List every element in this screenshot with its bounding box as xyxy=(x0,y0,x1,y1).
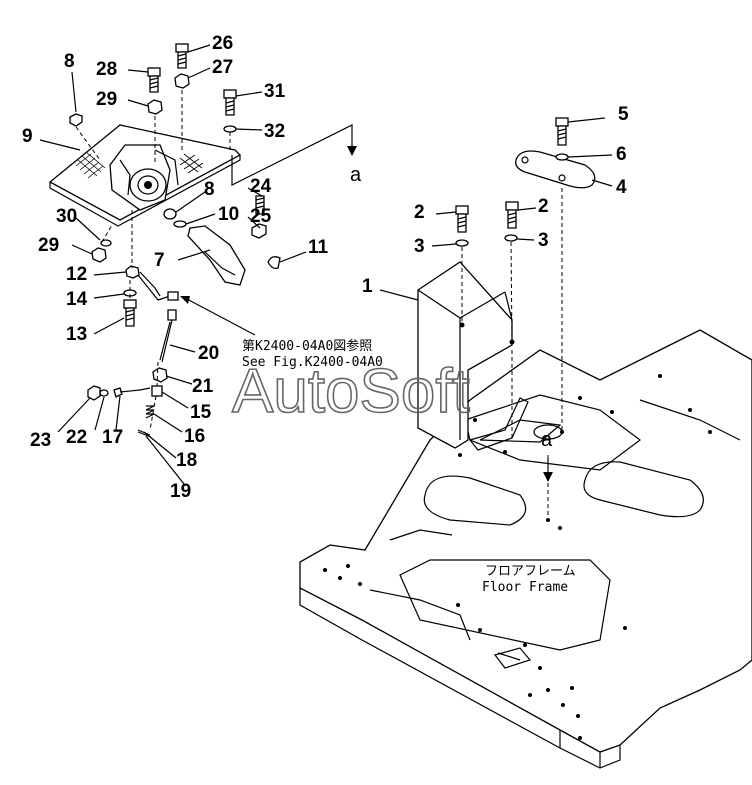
callout-3-left: 3 xyxy=(414,236,425,257)
callout-22: 22 xyxy=(66,427,87,448)
marker-a-bottom: a xyxy=(541,429,553,451)
lever-part-7 xyxy=(187,225,246,286)
callout-7: 7 xyxy=(154,250,165,271)
callout-4: 4 xyxy=(616,177,627,198)
nut-part-8-lower xyxy=(163,208,177,220)
washer-part-10 xyxy=(173,220,187,228)
bolt-part-31 xyxy=(223,89,237,116)
floor-frame-drawing xyxy=(299,329,752,769)
callout-3-right: 3 xyxy=(538,230,549,251)
nut-part-29-upper xyxy=(147,99,163,115)
nut-part-29-lower xyxy=(91,247,107,263)
leader-lines xyxy=(39,44,613,485)
rod-part-20 xyxy=(159,309,177,363)
bolt-part-28 xyxy=(147,67,161,93)
callout-28: 28 xyxy=(96,59,117,80)
cap-part-11 xyxy=(267,256,281,270)
nut-part-27 xyxy=(174,73,190,89)
callout-30: 30 xyxy=(56,206,77,227)
callout-14: 14 xyxy=(66,289,88,310)
callout-31: 31 xyxy=(264,81,286,102)
callout-6: 6 xyxy=(616,144,627,165)
callout-9: 9 xyxy=(22,126,33,147)
callout-21: 21 xyxy=(192,376,214,397)
sleeve-part-15 xyxy=(151,385,163,397)
washer-part-3-right xyxy=(504,234,518,242)
callout-8-lower: 8 xyxy=(204,179,215,200)
washer-part-3-left xyxy=(455,239,469,247)
cover-part-1 xyxy=(417,261,529,451)
callout-16: 16 xyxy=(184,426,205,447)
callout-5: 5 xyxy=(618,104,629,125)
nut-part-23 xyxy=(87,385,101,401)
washer-part-6 xyxy=(555,153,569,161)
joint-part-12 xyxy=(125,265,140,279)
plate-part-4 xyxy=(515,150,596,189)
callout-15: 15 xyxy=(190,402,212,423)
reference-arrow xyxy=(180,296,256,336)
callout-29-upper: 29 xyxy=(96,89,117,110)
callout-26: 26 xyxy=(212,33,233,54)
callout-11: 11 xyxy=(308,237,329,258)
callout-1: 1 xyxy=(362,276,373,297)
hose-fitting xyxy=(167,291,179,301)
joint-part-17 xyxy=(113,387,123,398)
callout-32: 32 xyxy=(264,121,285,142)
callout-8-upper: 8 xyxy=(64,51,75,72)
bolt-part-2-right xyxy=(504,201,519,242)
callout-27: 27 xyxy=(212,57,233,78)
marker-a-top: a xyxy=(350,164,362,186)
callout-13: 13 xyxy=(66,324,87,345)
bolt-part-2-left xyxy=(455,205,469,247)
washer-part-22 xyxy=(99,389,109,397)
callout-10: 10 xyxy=(218,204,239,225)
floor-frame-label-en: Floor Frame xyxy=(482,580,568,595)
bolt-part-13 xyxy=(123,299,137,327)
nut-part-25 xyxy=(251,223,267,239)
bolt-part-5 xyxy=(555,117,569,161)
washer-part-30 xyxy=(100,239,112,247)
callout-2-left: 2 xyxy=(414,202,425,223)
callout-29-lower: 29 xyxy=(38,235,59,256)
callout-12: 12 xyxy=(66,264,87,285)
callout-24: 24 xyxy=(250,176,272,197)
reference-note-en: See Fig.K2400-04A0 xyxy=(242,355,383,370)
floor-frame-label-jp: フロアフレーム xyxy=(485,564,576,579)
marker-arrow-bottom xyxy=(543,458,553,482)
watermark: AutoSoft xyxy=(232,357,470,426)
marker-arrow-top xyxy=(231,124,357,186)
callout-19: 19 xyxy=(170,481,191,502)
callout-23: 23 xyxy=(30,430,51,451)
callout-25: 25 xyxy=(250,206,272,227)
callout-17: 17 xyxy=(102,427,123,448)
callout-18: 18 xyxy=(176,450,197,471)
nut-part-8-upper xyxy=(69,113,83,127)
nut-part-21 xyxy=(152,367,168,383)
callout-2-right: 2 xyxy=(538,196,549,217)
callout-20: 20 xyxy=(198,343,219,364)
reference-note-jp: 第K2400-04A0図参照 xyxy=(242,338,372,354)
bolt-part-26 xyxy=(175,43,189,69)
washer-part-32 xyxy=(223,125,237,133)
